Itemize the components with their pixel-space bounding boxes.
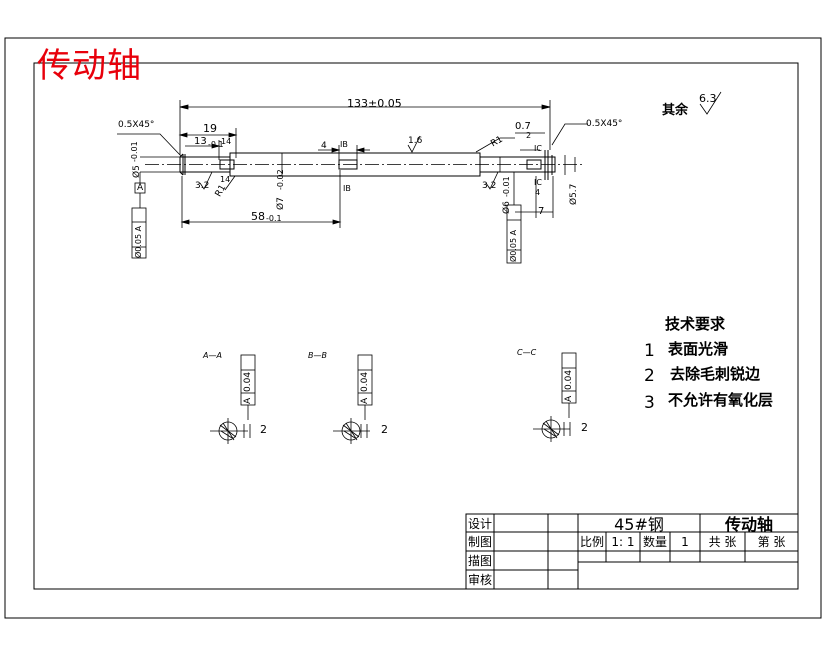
requirement-3-num: 3 <box>644 393 655 413</box>
requirement-1-num: 1 <box>644 341 655 361</box>
tb-qty-label: 数量 <box>642 535 667 549</box>
tb-design: 设计 <box>467 516 492 531</box>
dim-keyway-width: 14 <box>221 137 232 146</box>
dim-13-text: 13 <box>194 136 207 147</box>
fcf-left-text: Ø0.05 A <box>134 225 143 258</box>
dim-right-length: 7 <box>538 206 545 217</box>
requirement-3-text: 不允许有氧化层 <box>668 391 774 409</box>
outer-frame <box>4 37 822 619</box>
section-mark-a: 14 <box>220 175 231 184</box>
tb-material: 45#钢 <box>614 515 664 534</box>
dim-58-text: 58 <box>251 210 265 223</box>
dim-overall-length <box>179 100 551 155</box>
dim-chamfer-left: 0.5X45° <box>118 120 155 130</box>
dim-right-detail-4: 4 <box>535 188 541 197</box>
section-b-datum: A <box>360 397 370 404</box>
dia-left-text: Ø5 <box>132 165 142 178</box>
section-a-datum: A <box>243 397 253 404</box>
fcf-left <box>131 193 147 259</box>
chamfer-leaders <box>117 123 588 157</box>
requirements-heading: 技术要求 <box>665 315 726 333</box>
section-c-datum: A <box>564 395 574 402</box>
dim-slot <box>318 145 370 160</box>
section-b-tol: 0.04 <box>360 371 370 392</box>
section-b-dim: 2 <box>381 423 388 436</box>
tb-qty-value: 1 <box>681 534 689 549</box>
requirement-2-num: 2 <box>644 366 655 386</box>
roughness-center: 1.6 <box>408 136 423 146</box>
dia-center-text: Ø7 <box>276 197 286 210</box>
section-b-name: B—B <box>308 351 327 360</box>
roughness-left: 3.2 <box>195 181 210 191</box>
tb-review: 审核 <box>467 573 492 587</box>
dim-overall-text: 133±0.05 <box>347 97 402 110</box>
diameter-leaders <box>140 153 576 176</box>
dia-center-tol: -0.02 <box>276 169 285 190</box>
title-block-grid <box>465 513 799 590</box>
dim-19-text: 19 <box>203 122 217 135</box>
section-c-dim: 2 <box>581 421 588 434</box>
dim-58 <box>180 170 342 228</box>
dim-step-right: 0.7 <box>515 121 531 132</box>
tb-scale-label: 比例 <box>579 535 604 549</box>
dim-slot-length: 4 <box>321 141 327 151</box>
dim-13 <box>185 140 221 160</box>
dim-58-tol: -0.1 <box>266 214 282 223</box>
fillet-leaders <box>224 137 515 191</box>
dim-13-tol: -0.1 <box>208 140 224 149</box>
surface-note-value: 6.3 <box>699 92 717 105</box>
dim-right-detail-3: IC <box>534 178 542 187</box>
section-c-name: C—C <box>517 348 537 357</box>
roughness-right: 3.2 <box>482 181 497 191</box>
dim-right-detail-2: IC <box>534 144 542 153</box>
tb-trace: 描图 <box>467 554 492 568</box>
section-a-tol: 0.04 <box>243 371 253 392</box>
dia-right-small: Ø6 <box>502 201 512 214</box>
fcf-right-text: Ø0.05 A <box>509 229 518 262</box>
dia-right-small-tol: -0.01 <box>502 176 511 197</box>
requirement-1-text: 表面光滑 <box>668 340 729 358</box>
dia-right-text: Ø5.7 <box>569 183 579 205</box>
dim-19 <box>178 128 238 158</box>
section-c-tol: 0.04 <box>564 369 574 390</box>
inner-frame <box>33 62 799 590</box>
dim-right-detail-1: 2 <box>526 131 532 140</box>
dim-chamfer-right: 0.5X45° <box>586 119 623 129</box>
section-c <box>533 352 577 442</box>
dim-slot-bottom: IB <box>343 184 351 193</box>
section-b <box>333 354 373 444</box>
tb-sheet-no: 第 张 <box>757 535 786 549</box>
tb-scale-value: 1: 1 <box>611 534 635 549</box>
dia-left-tol: -0.01 <box>130 141 139 162</box>
datum-a-label: A <box>137 183 144 193</box>
surface-note-label: 其余 <box>662 103 689 118</box>
dim-slot-top: IB <box>340 140 348 149</box>
section-a <box>210 354 256 444</box>
tb-draw: 制图 <box>467 535 492 549</box>
fcf-right <box>506 172 522 264</box>
roughness-symbols <box>199 91 722 190</box>
tb-total-sheets: 共 张 <box>708 535 737 549</box>
section-a-dim: 2 <box>260 423 267 436</box>
section-a-name: A—A <box>203 351 222 360</box>
tb-part-name: 传动轴 <box>724 515 773 534</box>
requirement-2-text: 去除毛刺锐边 <box>670 365 761 383</box>
drawing-title: 传动轴 <box>37 46 142 86</box>
